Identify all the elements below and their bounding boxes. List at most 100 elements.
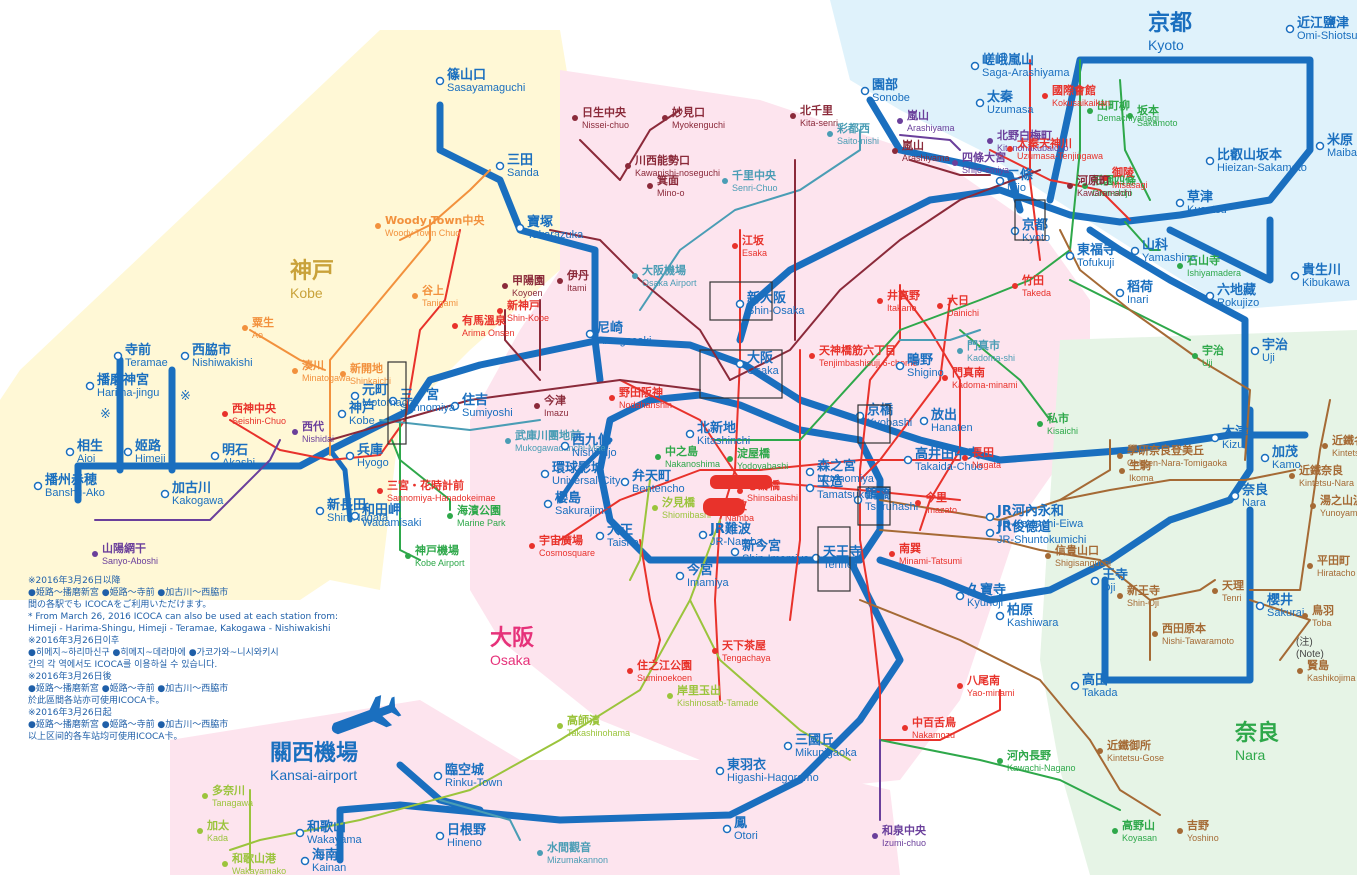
station-dot [1192,353,1198,359]
station-name-en: Banshu-Ako [45,487,105,499]
station-dot [497,308,503,314]
station-dot [210,451,220,461]
station-name-jp: 嵐山 [906,108,929,122]
station-name-jp: 嵯峨嵐山 [982,52,1034,68]
station-name-jp: 神戸 [349,400,375,416]
station-name-en: Tanagawa [212,798,253,808]
station-name-en: Kamo [1272,459,1301,471]
station-name-en: Kawaramachi [1077,188,1132,198]
station-dot [860,86,870,96]
teal-mizuma [439,799,521,841]
station-name-jp: 二條 [1007,167,1033,183]
station-dot [1012,283,1018,289]
red-tanimachi-line [859,284,901,741]
station-name-en: Kada [207,833,228,843]
station-name-en: Tennoji [823,559,858,571]
station-name-en: Sakurajima [555,505,611,517]
station-name-en: Kintetsu-Nara [1299,478,1354,488]
note-line: 간의 각 역에서도 ICOCA를 이용하실 수 있습니다. [28,660,218,670]
red-seishin-line [229,229,461,461]
station-dot [727,456,733,462]
station-dot [955,591,965,601]
station-name-jp: 和田岬 [362,502,401,518]
station-name-en: Toba [1312,618,1332,628]
station-name-jp: 篠山口 [447,67,486,83]
station-name-en: Izumi-chuo [882,838,926,848]
station-name-jp: 大阪 [747,350,774,366]
station-name-en: Shigino [907,367,944,379]
station-name-en: Maibara [1327,147,1357,159]
station-name-en: Kashiwara [1007,617,1059,629]
station-name-en: Imazu [544,408,569,418]
station-name-en: Hyogo [357,457,389,469]
station-name-jp: 宇治 [1202,343,1224,357]
station-name-en: Uji [1262,352,1275,364]
jr-kobe-line [74,336,1309,470]
station-name-en: Kokusaikaikan [1052,98,1110,108]
station-dot [502,283,508,289]
station-name-en: Senri-Chuo [732,183,778,193]
station-dot [1117,593,1123,599]
station-dot [202,793,208,799]
station-name-jp: 川西能勢口 [634,153,690,167]
brown-ikoma [1059,439,1111,501]
station-dot [995,176,1005,186]
station-name-jp: 大日 [947,293,969,307]
station-name-en: Shigisanguchi [1055,558,1111,568]
station-dot [732,243,738,249]
station-dot [315,506,325,516]
station-name-en: Osaka [747,365,780,377]
station-dot [877,298,883,304]
station-name-en: Nagata [972,460,1001,470]
station-name-en: Yao-minami [967,688,1014,698]
station-name-jp: 相生 [77,438,103,454]
station-name-jp: 今宮 [686,562,713,578]
station-dot [783,741,793,751]
station-name-jp: 江坂 [742,233,765,247]
station-dot [572,115,578,121]
station-dot [557,723,563,729]
station-name-en: Nishikujo [572,447,617,459]
station-name-en: Sonobe [872,92,910,104]
station-name-en: Nishiwakishi [192,357,253,369]
station-name-jp: 山陽網干 [102,541,146,555]
station-name-en: Sannomiya-Hanadokeimae [387,493,496,503]
station-dot [505,438,511,444]
station-dot [987,138,993,144]
station-name-jp: 兵庫 [357,442,383,458]
station-dot [805,467,815,477]
rail-lines [74,56,1331,871]
note-line: ●히메지~하리마신구 ●히메지~데라마에 ●가코가와~니시와키시 [28,648,279,658]
station-name-en: Gion-shijo [1092,188,1133,198]
station-dot [292,429,298,435]
station-dot [123,447,133,457]
station-dot [557,278,563,284]
station-dot [540,469,550,479]
note-line: ※2016年3月26日起 [28,708,112,718]
green-sakamoto [1119,79,1151,201]
note-line: * From March 26, 2016 ICOCA can also be … [28,612,339,622]
station-name-en: Itakano [887,303,917,313]
note-line: ※2016年3月26日이후 [28,636,120,646]
station-dot [919,416,929,426]
station-name-en: Uji [1202,358,1213,368]
station-name-jp: 尼崎 [597,320,623,336]
station-name-jp: 園部 [872,77,898,93]
